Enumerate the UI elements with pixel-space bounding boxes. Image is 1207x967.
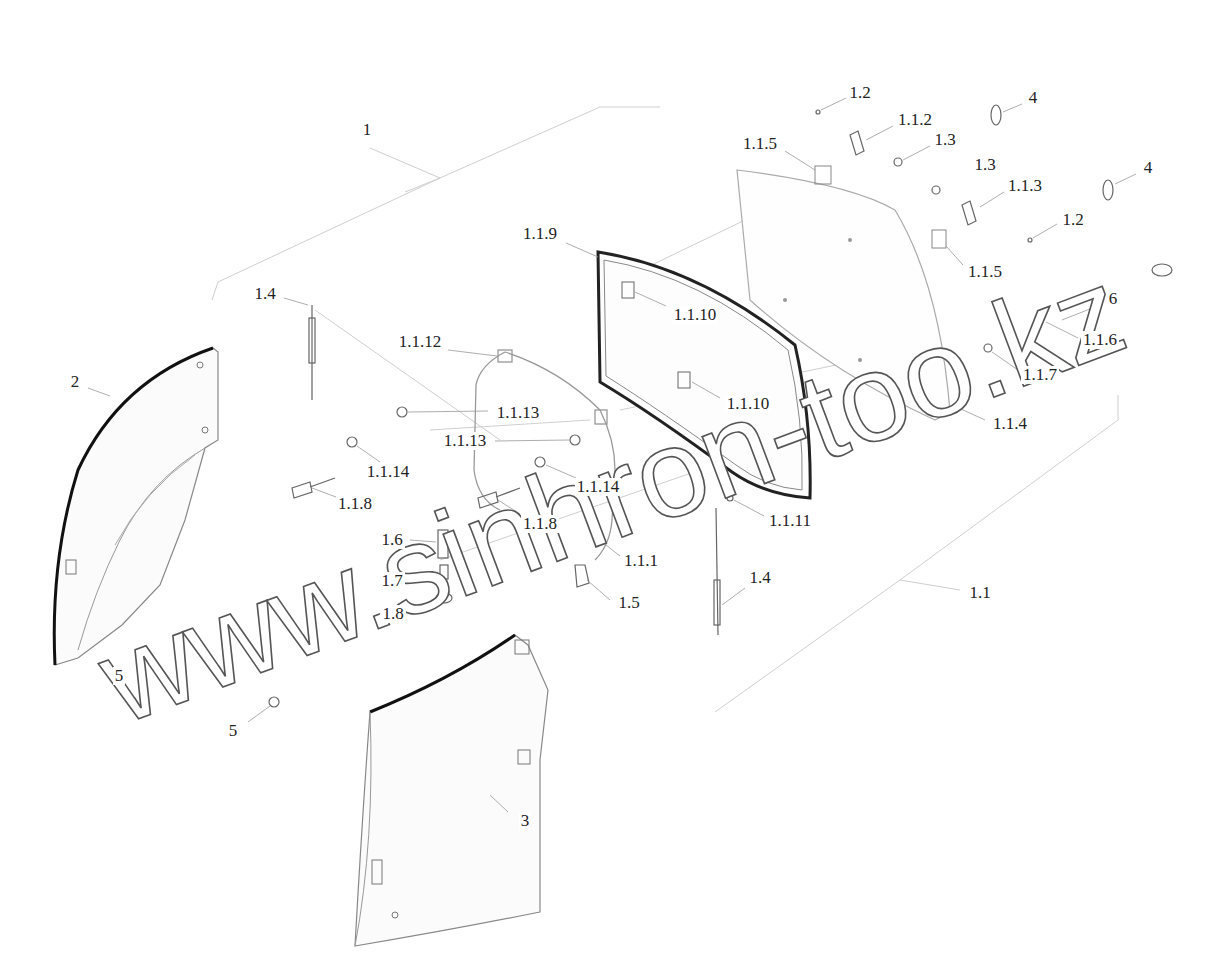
callout-number: 1.1.10 [725, 395, 772, 414]
callout-number: 1.1.1 [622, 552, 660, 571]
callout-number: 1.1.8 [336, 495, 374, 514]
callout-number: 1.1.5 [741, 135, 779, 154]
callout-number: 1.7 [379, 572, 404, 591]
callout-number: 1.4 [747, 569, 772, 588]
callout-number: 1.1.10 [672, 306, 719, 325]
callout-number: 6 [1107, 290, 1120, 309]
callout-number: 1.1 [967, 584, 992, 603]
callout-number: 1.1.13 [442, 432, 489, 451]
callout-number: 1.1.8 [521, 515, 559, 534]
callout-number: 1.1.4 [991, 415, 1029, 434]
callout-number: 4 [1027, 89, 1040, 108]
callout-number: 1.1.9 [521, 225, 559, 244]
callout-number: 1.8 [380, 605, 405, 624]
callout-number: 1 [361, 121, 374, 140]
callout-number: 1.5 [616, 594, 641, 613]
callout-number: 1.1.11 [767, 512, 813, 531]
callout-number: 2 [69, 373, 82, 392]
callout-number: 1.6 [379, 531, 404, 550]
callout-number: 1.1.14 [575, 478, 622, 497]
callout-number: 1.1.5 [966, 263, 1004, 282]
callout-number: 1.2 [1060, 211, 1085, 230]
callout-number: 1.3 [972, 156, 997, 175]
callout-number: 1.4 [252, 285, 277, 304]
callout-number: 5 [227, 722, 240, 741]
callout-number: 1.3 [932, 131, 957, 150]
callout-number: 1.1.3 [1006, 177, 1044, 196]
callout-number: 5 [113, 667, 126, 686]
callout-number: 1.1.12 [397, 333, 444, 352]
callout-number: 1.1.2 [896, 111, 934, 130]
callout-number: 1.1.6 [1081, 331, 1119, 350]
callout-number: 1.1.13 [495, 404, 542, 423]
lower-door-panel [355, 635, 548, 946]
callout-number: 1.1.7 [1021, 366, 1059, 385]
callout-number: 3 [519, 812, 532, 831]
callout-number: 1.1.14 [365, 463, 412, 482]
callout-number: 4 [1142, 159, 1155, 178]
callout-number: 1.2 [847, 84, 872, 103]
